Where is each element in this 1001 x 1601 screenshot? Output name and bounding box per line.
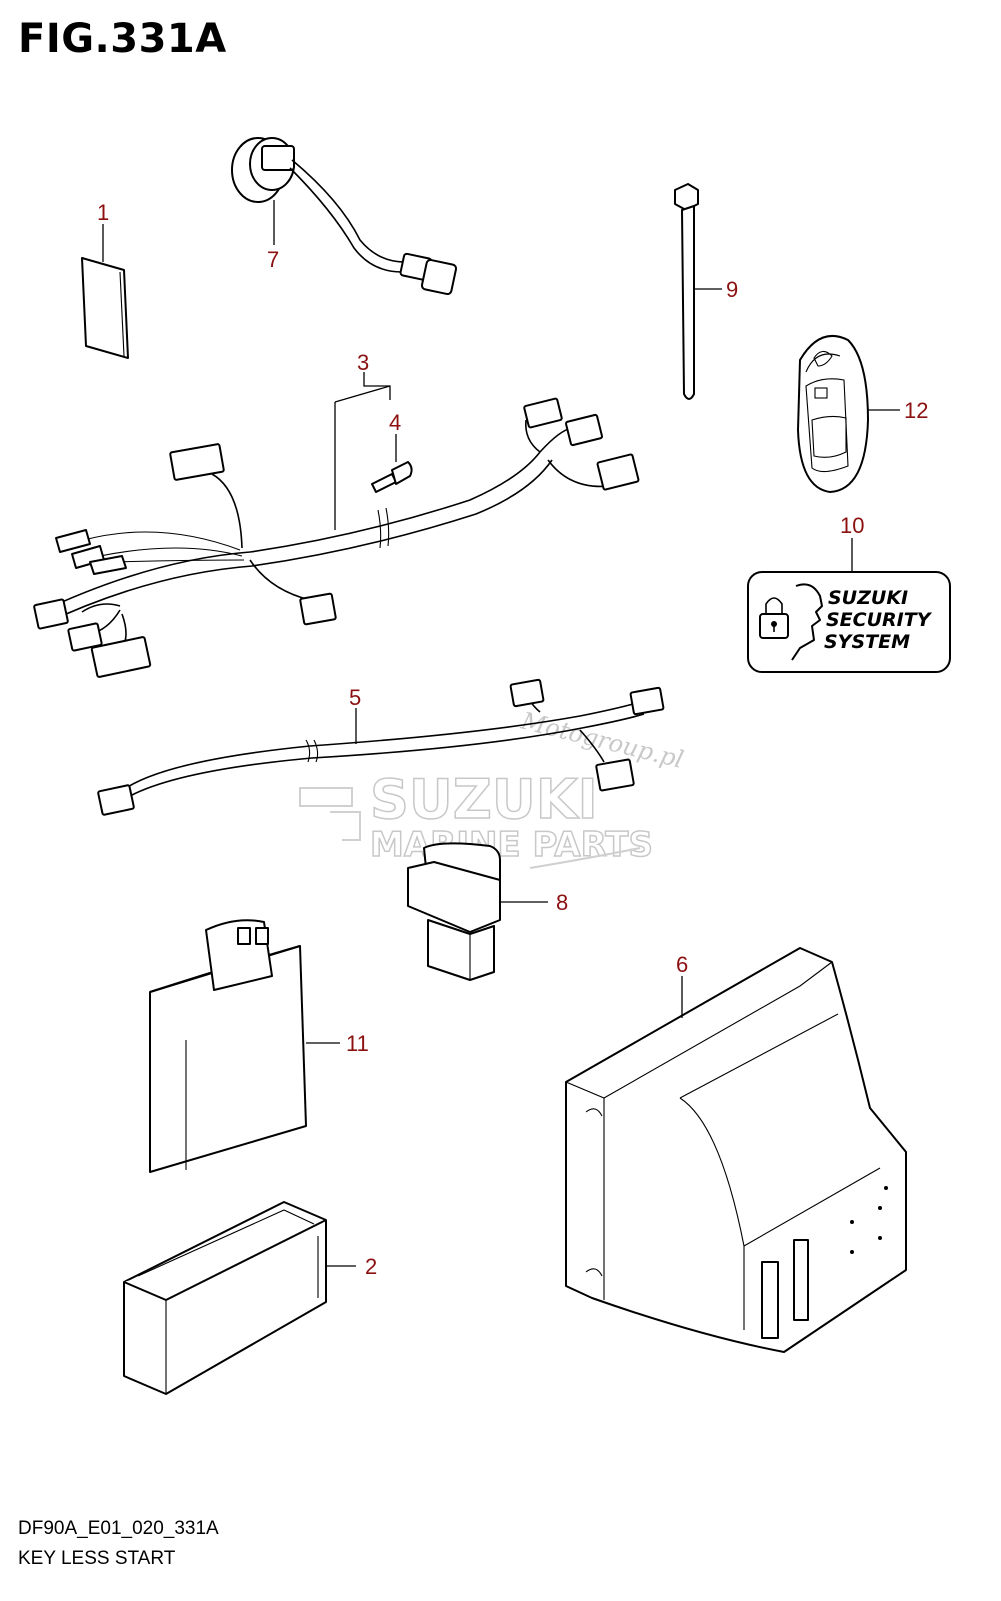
security-label-line2: SECURITY <box>826 609 933 631</box>
callout-2: 2 <box>365 1254 377 1279</box>
watermark-swoosh-icon <box>529 847 641 869</box>
callout-11: 11 <box>346 1031 369 1056</box>
callout-5: 5 <box>349 685 361 710</box>
padlock-icon <box>759 597 789 639</box>
security-label-line3: SYSTEM <box>824 631 910 653</box>
watermark-brand: SUZUKI <box>370 768 598 831</box>
security-label-line1: SUZUKI <box>828 587 908 609</box>
callout-6: 6 <box>676 952 688 977</box>
part-11-control-module <box>149 919 340 1173</box>
watermark-sub: MARINE PARTS <box>370 825 653 865</box>
face-silhouette-icon <box>791 583 823 661</box>
callout-labels: 1 2 3 4 5 6 7 8 9 10 11 12 <box>97 200 928 1279</box>
part-12-key-fob <box>797 335 900 493</box>
part-6-ecu-cover <box>565 947 907 1353</box>
part-8-switch <box>407 842 548 981</box>
figure-code: DF90A_E01_020_331A <box>18 1518 219 1539</box>
callout-7: 7 <box>267 247 279 272</box>
figure-name: KEY LESS START <box>18 1548 176 1569</box>
part-3-wire-harness <box>33 372 640 678</box>
callout-12: 12 <box>904 398 928 423</box>
unlock-button-icon <box>811 415 847 458</box>
callout-4: 4 <box>389 410 401 435</box>
watermark: SUZUKI MARINE PARTS Motogroup.pl <box>299 706 686 869</box>
suzuki-logo-icon <box>813 350 833 367</box>
callout-10: 10 <box>840 513 864 538</box>
callout-8: 8 <box>556 890 568 915</box>
watermark-logo-icon <box>299 787 361 841</box>
figure-title: FIG.331A <box>18 16 227 62</box>
part-4-screw <box>371 434 413 493</box>
part-5-extension-harness <box>97 678 665 816</box>
part-9-cable-tie <box>674 183 722 400</box>
lock-button-icon <box>814 387 828 399</box>
part-1-key-card <box>81 224 129 359</box>
part-7-antenna-sensor <box>231 137 458 296</box>
part-2-module-holder <box>123 1201 356 1395</box>
callout-3: 3 <box>357 350 369 375</box>
callout-9: 9 <box>726 277 738 302</box>
callout-1: 1 <box>97 200 109 225</box>
part-10-security-label: SUZUKI SECURITY SYSTEM <box>747 538 951 673</box>
